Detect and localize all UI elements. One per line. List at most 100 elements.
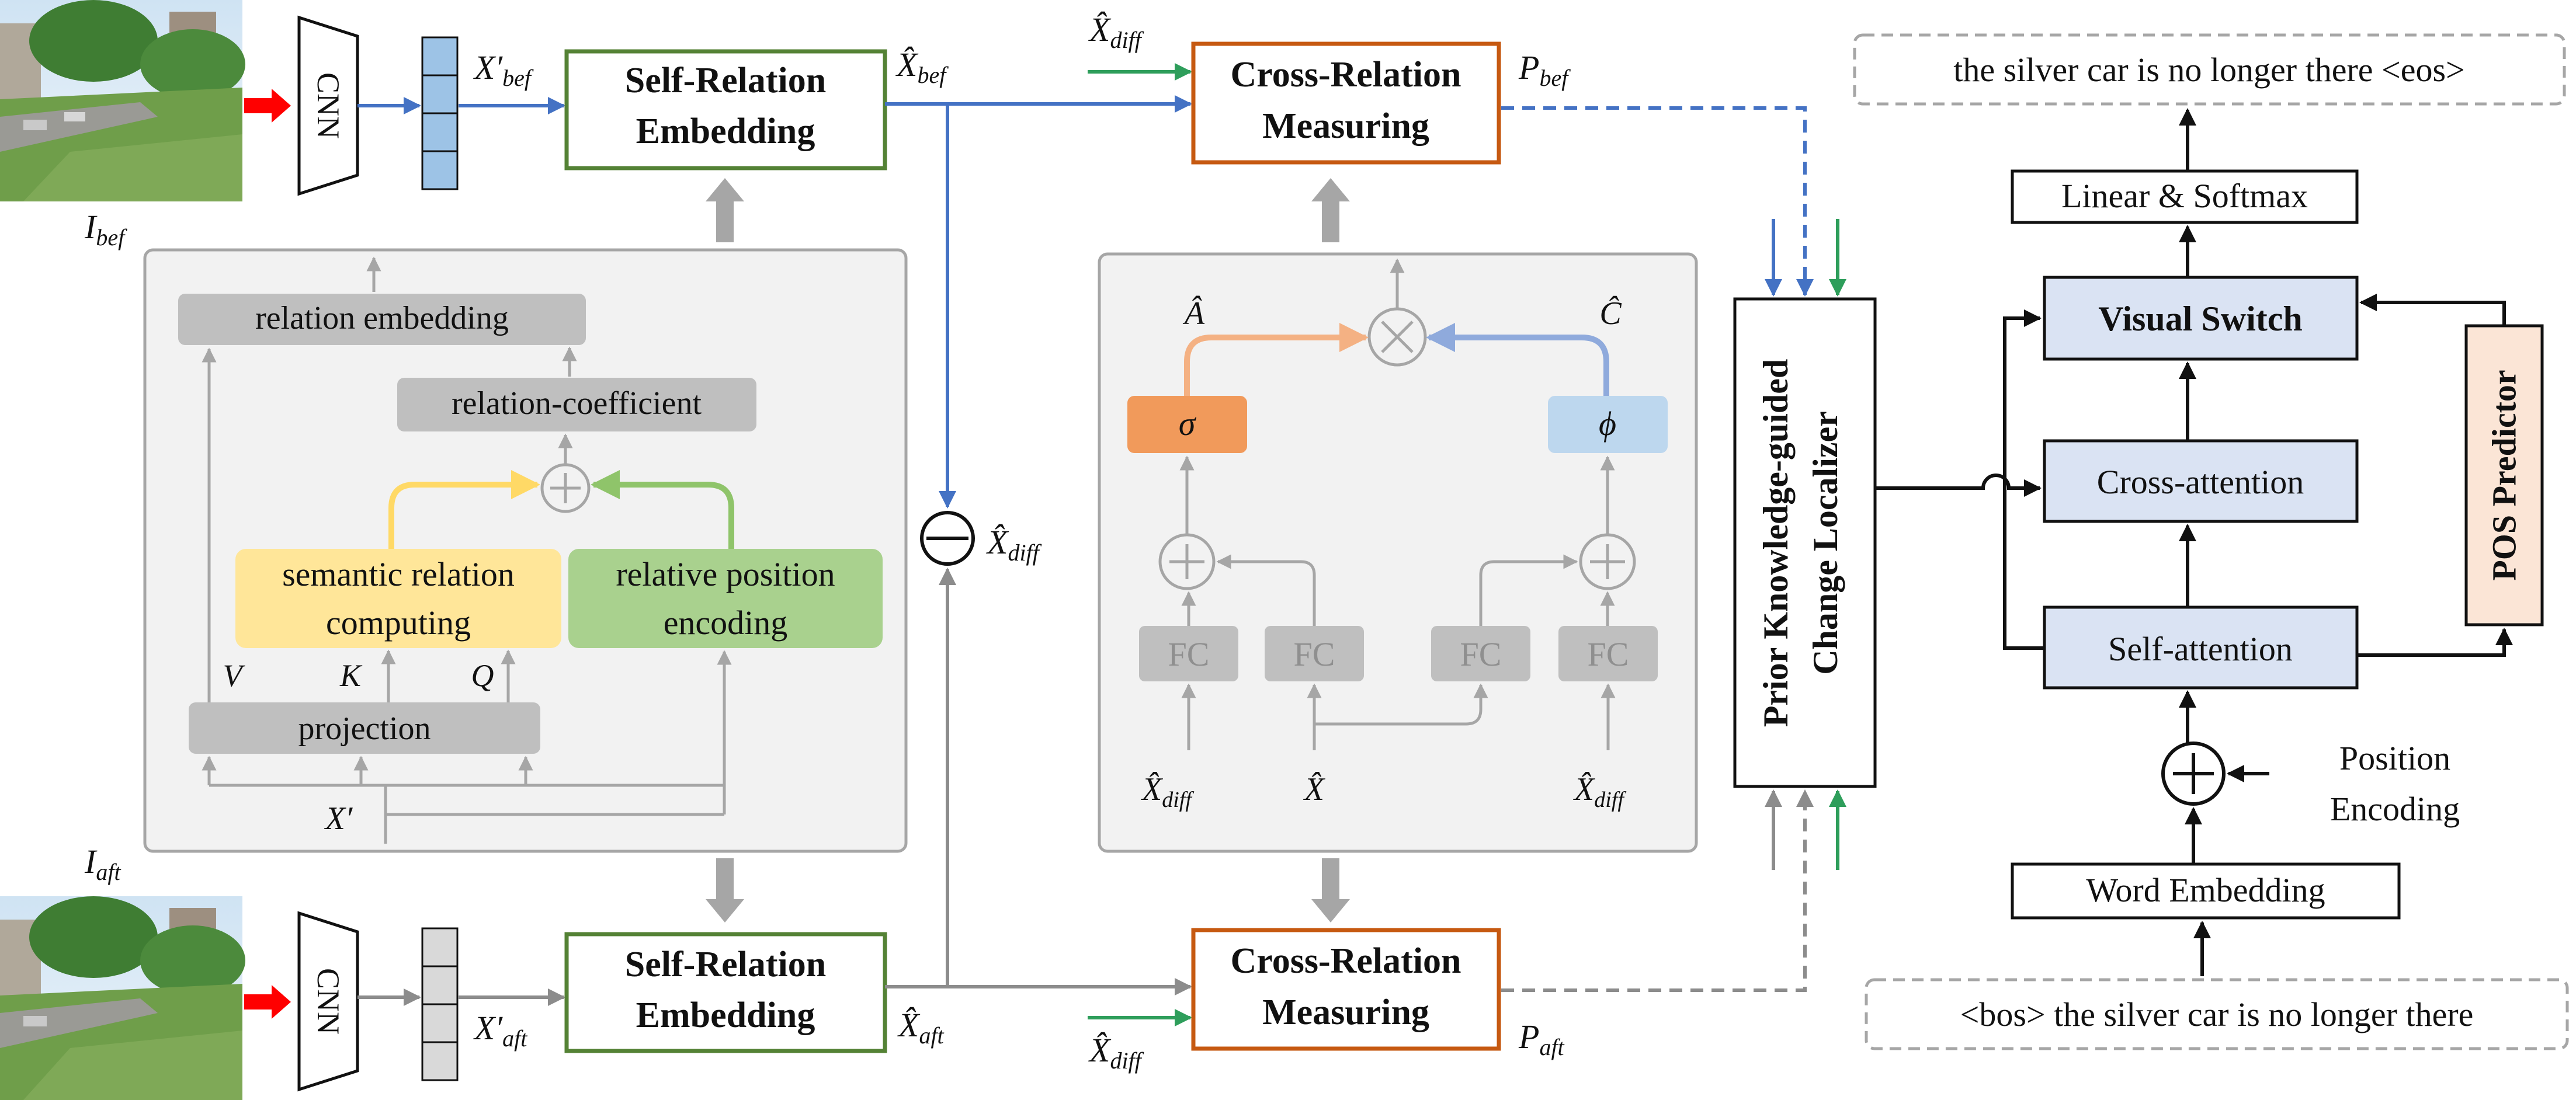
thick-connector-crm-top <box>1311 178 1350 242</box>
svg-text:X̂: X̂ <box>1303 771 1326 807</box>
self-attention-box: Self-attention <box>2043 605 2359 690</box>
svg-text:encoding: encoding <box>664 604 788 642</box>
svg-text:Cross-Relation: Cross-Relation <box>1231 55 1461 95</box>
self-relation-embedding-top: Self-Relation Embedding <box>564 49 887 170</box>
after-image <box>0 896 245 1100</box>
arrow-localizer-cross <box>1875 474 2042 497</box>
plus-circle-sre <box>540 463 591 513</box>
position-encoding-label-1: Position <box>2339 739 2450 777</box>
svg-text:Visual Switch: Visual Switch <box>2098 300 2303 338</box>
red-arrow-bottom <box>244 985 291 1019</box>
self-relation-embedding-bottom: Self-Relation Embedding <box>564 932 887 1053</box>
xaft-prime-label: X′aft <box>473 1009 527 1052</box>
svg-text:Embedding: Embedding <box>636 995 815 1035</box>
svg-text:Embedding: Embedding <box>636 112 815 151</box>
cross-relation-measuring-bottom: Cross-Relation Measuring <box>1191 928 1501 1051</box>
xhat-diff-crm-right: X̂diff <box>1573 771 1626 812</box>
thick-connector-sre-top <box>706 178 744 242</box>
xhat-diff-label-center: X̂diff <box>986 523 1042 566</box>
arrow-self-switch-skip <box>2003 309 2044 650</box>
p-bef-label: Pbef <box>1518 48 1571 91</box>
pos-predictor-box: POS Predictor <box>2464 324 2544 626</box>
arrow-c-hat <box>1426 323 1609 396</box>
arrow-self-pos <box>2357 628 2513 657</box>
fc-box-2: FC <box>1265 626 1364 681</box>
svg-text:Measuring: Measuring <box>1262 993 1429 1032</box>
svg-text:CNN: CNN <box>311 968 346 1035</box>
relation-embedding-box: relation embedding <box>178 294 586 345</box>
svg-text:relative position: relative position <box>616 555 835 593</box>
p-aft-label: Paft <box>1518 1018 1565 1060</box>
semantic-relation-box: semantic relation computing <box>235 549 561 648</box>
svg-text:K: K <box>339 658 363 693</box>
red-arrow-top <box>244 89 291 123</box>
svg-text:Ĉ: Ĉ <box>1599 295 1622 332</box>
arrow-pbef-localizer <box>1501 106 1814 297</box>
svg-text:Measuring: Measuring <box>1262 106 1429 146</box>
word-embedding-box: Word Embedding <box>2011 862 2401 920</box>
xhat-diff-crm-left: X̂diff <box>1141 771 1194 812</box>
relation-coefficient-box: relation-coefficient <box>397 378 756 431</box>
cnn-encoder-bottom: CNN <box>297 911 359 1092</box>
svg-text:Change Localizer: Change Localizer <box>1806 411 1845 675</box>
output-caption-box: the silver car is no longer there <eos> <box>1853 33 2566 106</box>
svg-text:FC: FC <box>1460 635 1502 673</box>
svg-text:Q: Q <box>471 658 494 693</box>
crm-detail-panel: Â Ĉ σ ϕ FC F <box>1098 252 1698 853</box>
arrow-pos-switch <box>2359 294 2506 326</box>
plus-circle-crm-left <box>1158 533 1216 590</box>
svg-text:semantic relation: semantic relation <box>282 555 515 593</box>
minus-circle <box>920 511 975 566</box>
thick-connector-crm-bottom <box>1311 858 1350 923</box>
svg-text:FC: FC <box>1168 635 1210 673</box>
svg-text:Self-attention: Self-attention <box>2108 630 2293 668</box>
svg-text:V: V <box>223 658 246 693</box>
change-localizer-box: Prior Knowledge-guided Change Localizer <box>1733 297 1877 788</box>
feature-vector-after <box>421 927 459 1081</box>
sre-detail-panel: relation embedding relation-coefficient … <box>143 248 908 853</box>
svg-text:FC: FC <box>1294 635 1335 673</box>
fc-box-3: FC <box>1431 626 1530 681</box>
svg-text:Cross-attention: Cross-attention <box>2097 463 2304 501</box>
arrow-semantic-plus <box>388 470 540 549</box>
xhat-diff-label-bottom: X̂diff <box>1088 1031 1144 1074</box>
before-image <box>0 0 245 201</box>
cross-attention-box: Cross-attention <box>2043 439 2359 523</box>
svg-text:relation-coefficient: relation-coefficient <box>452 385 702 422</box>
svg-text:Prior Knowledge-guided: Prior Knowledge-guided <box>1756 359 1795 727</box>
svg-text:σ: σ <box>1179 405 1197 443</box>
before-image-label: Ibef <box>84 208 127 250</box>
plus-circle-decoder <box>2161 742 2226 806</box>
relative-position-box: relative position encoding <box>568 549 883 648</box>
visual-switch-box: Visual Switch <box>2043 276 2359 361</box>
cross-relation-measuring-top: Cross-Relation Measuring <box>1191 41 1501 165</box>
svg-text:<bos> the silver car is no lon: <bos> the silver car is no longer there <box>1960 995 2474 1033</box>
svg-text:computing: computing <box>326 604 471 642</box>
xhat-diff-label-top: X̂diff <box>1088 11 1144 53</box>
xhat-aft-label: X̂aft <box>897 1006 945 1049</box>
fc-box-4: FC <box>1558 626 1658 681</box>
svg-text:Â: Â <box>1182 295 1205 332</box>
xbef-prime-label: X′bef <box>473 48 534 91</box>
arrow-a-hat <box>1184 323 1369 396</box>
svg-text:POS Predictor: POS Predictor <box>2485 370 2523 580</box>
position-encoding-label-2: Encoding <box>2330 790 2460 828</box>
sigma-box: σ <box>1127 396 1247 453</box>
feature-vector-before <box>421 36 459 190</box>
after-image-label: Iaft <box>84 843 121 885</box>
linear-softmax-box: Linear & Softmax <box>2011 169 2359 224</box>
svg-text:projection: projection <box>298 711 431 747</box>
svg-text:FC: FC <box>1588 635 1629 673</box>
svg-text:Self-Relation: Self-Relation <box>625 945 826 984</box>
svg-text:ϕ: ϕ <box>1599 405 1616 443</box>
svg-text:relation embedding: relation embedding <box>255 300 509 336</box>
svg-text:Self-Relation: Self-Relation <box>625 61 826 100</box>
plus-circle-crm-right <box>1579 533 1636 590</box>
phi-box: ϕ <box>1548 396 1668 453</box>
svg-text:Linear & Softmax: Linear & Softmax <box>2061 177 2308 215</box>
svg-text:the silver car is no longer th: the silver car is no longer there <eos> <box>1953 51 2465 89</box>
arrow-paft-localizer <box>1501 789 1814 992</box>
svg-text:Cross-Relation: Cross-Relation <box>1231 941 1461 981</box>
svg-text:X′: X′ <box>324 800 353 837</box>
